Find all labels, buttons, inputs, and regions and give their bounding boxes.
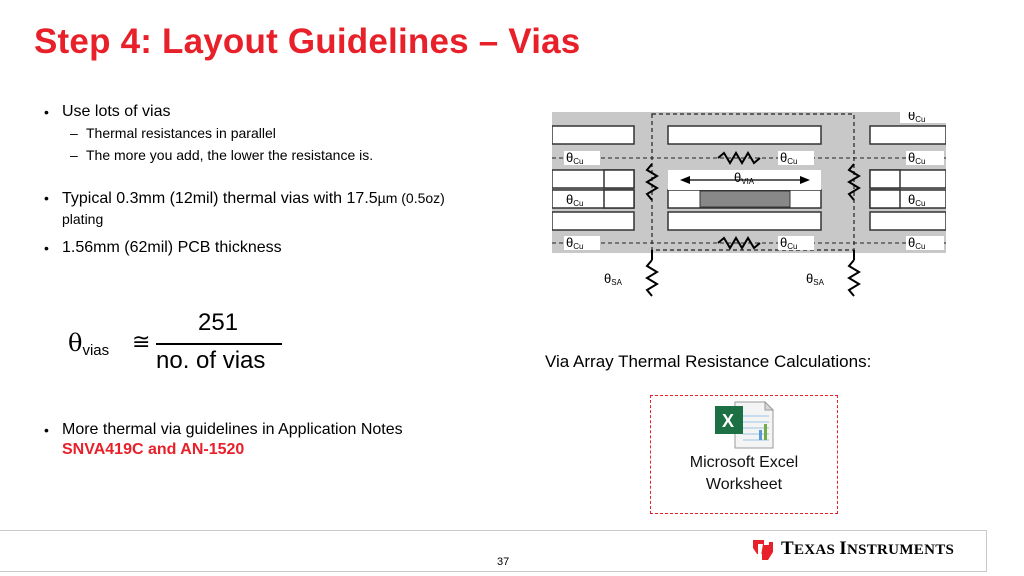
bullet-item: • 1.56mm (62mil) PCB thickness bbox=[44, 238, 524, 258]
theta-cu-label: θCu bbox=[566, 192, 583, 208]
via-cell bbox=[603, 169, 635, 189]
formula-denominator: no. of vias bbox=[156, 347, 266, 374]
bullet-dot: • bbox=[44, 190, 49, 206]
label-bg bbox=[900, 112, 946, 123]
copper-block bbox=[869, 211, 946, 231]
bullet-text-part: More thermal via guidelines in Applicati… bbox=[62, 421, 403, 438]
formula-subscript: vias bbox=[82, 342, 110, 359]
theta-cu-label: θCu bbox=[908, 192, 925, 208]
label-bg bbox=[778, 236, 814, 250]
theta-symbol: θ bbox=[68, 329, 83, 357]
via-cell bbox=[869, 189, 901, 209]
arrow-head-left bbox=[680, 176, 690, 184]
bullet-list: • Use lots of vias – Thermal resistances… bbox=[44, 102, 524, 258]
slide-title: Step 4: Layout Guidelines – Vias bbox=[34, 22, 581, 61]
theta-cu-label: θCu bbox=[908, 235, 925, 251]
theta-cu-label: θCu bbox=[908, 112, 925, 124]
ti-wordmark: TEXAS INSTRUMENTS bbox=[781, 538, 955, 559]
sub-bullet-dash: – bbox=[70, 125, 78, 141]
theta-cu-label: θCu bbox=[780, 235, 797, 251]
theta-cu-label: θCu bbox=[780, 150, 797, 166]
theta-cu-label: θCu bbox=[908, 150, 925, 166]
diagram-caption: Via Array Thermal Resistance Calculation… bbox=[545, 352, 872, 371]
bullet-unit: µm (0.5oz) bbox=[377, 190, 445, 206]
svg-text:X: X bbox=[722, 411, 734, 431]
fraction-bar bbox=[156, 343, 282, 345]
app-note-reference: SNVA419C and AN-1520 bbox=[62, 441, 245, 458]
via-core bbox=[699, 190, 791, 208]
label-bg bbox=[564, 236, 600, 250]
formula-numerator: 251 bbox=[198, 309, 239, 336]
bullet-list-bottom: • More thermal via guidelines in Applica… bbox=[44, 420, 524, 460]
via-resistance-formula: θvias ≅ 251 no. of vias bbox=[68, 305, 298, 385]
bullet-dot: • bbox=[44, 422, 49, 438]
excel-label-line2: Worksheet bbox=[705, 476, 783, 493]
theta-sa-label: θSA bbox=[604, 271, 623, 287]
sub-bullet-item: – Thermal resistances in parallel bbox=[70, 122, 524, 144]
bullet-text: 1.56mm (62mil) PCB thickness bbox=[62, 239, 282, 256]
approx-equal-symbol: ≅ bbox=[132, 329, 151, 354]
bullet-text: Use lots of vias bbox=[62, 103, 171, 120]
copper-block bbox=[667, 125, 822, 145]
resistor-symbol bbox=[717, 236, 761, 250]
theta-cu-label: θCu bbox=[566, 150, 583, 166]
sub-bullet-dash: – bbox=[70, 147, 78, 163]
bullet-dot: • bbox=[44, 104, 49, 120]
sub-bullet-text: The more you add, the lower the resistan… bbox=[86, 147, 374, 163]
resistor-symbol bbox=[847, 259, 861, 297]
theta-cu-label: θCu bbox=[566, 235, 583, 251]
texas-instruments-logo: TEXAS INSTRUMENTS bbox=[749, 536, 954, 562]
resistor-symbol bbox=[645, 163, 659, 201]
formula-lhs: θvias bbox=[68, 329, 109, 359]
resistor-symbol bbox=[847, 163, 861, 201]
ti-logo-icon bbox=[753, 540, 773, 560]
copper-block bbox=[667, 211, 822, 231]
via-cell bbox=[869, 169, 901, 189]
bullet-text: More thermal via guidelines in Applicati… bbox=[62, 420, 403, 460]
resistor-symbol bbox=[717, 151, 761, 165]
excel-label: Microsoft Excel Worksheet bbox=[651, 452, 837, 496]
bullet-text: Typical 0.3mm (12mil) thermal vias with … bbox=[62, 188, 445, 230]
arrow-head-right bbox=[800, 176, 810, 184]
copper-block bbox=[869, 125, 946, 145]
bullet-text-part: Typical 0.3mm (12mil) thermal vias with … bbox=[62, 190, 378, 207]
sub-bullet-text: Thermal resistances in parallel bbox=[86, 125, 276, 141]
page-number: 37 bbox=[497, 556, 510, 568]
via-thermal-diagram: θCu θCu θCu θCu θVIA θCu θCu θCu θCu θCu… bbox=[552, 112, 946, 297]
slide-footer bbox=[0, 530, 987, 572]
via-cell bbox=[603, 189, 635, 209]
label-bg bbox=[906, 151, 944, 165]
label-bg bbox=[564, 151, 600, 165]
theta-sa-label: θSA bbox=[806, 271, 825, 287]
bullet-item: • More thermal via guidelines in Applica… bbox=[44, 420, 524, 460]
resistor-symbol bbox=[645, 259, 659, 297]
bullet-text-part: plating bbox=[62, 211, 104, 227]
bullet-item: • Use lots of vias bbox=[44, 102, 524, 122]
via-boundary bbox=[651, 113, 855, 251]
copper-block bbox=[552, 211, 635, 231]
label-bg bbox=[778, 151, 814, 165]
bullet-item: • Typical 0.3mm (12mil) thermal vias wit… bbox=[44, 188, 524, 230]
excel-worksheet-object[interactable]: X Microsoft Excel Worksheet bbox=[650, 395, 838, 514]
excel-file-icon: X bbox=[715, 400, 775, 449]
bullet-dot: • bbox=[44, 240, 49, 256]
excel-label-line1: Microsoft Excel bbox=[689, 454, 799, 471]
sub-bullet-item: – The more you add, the lower the resist… bbox=[70, 144, 524, 166]
theta-via-label: θVIA bbox=[734, 170, 755, 186]
label-bg bbox=[906, 236, 944, 250]
copper-block bbox=[552, 125, 635, 145]
